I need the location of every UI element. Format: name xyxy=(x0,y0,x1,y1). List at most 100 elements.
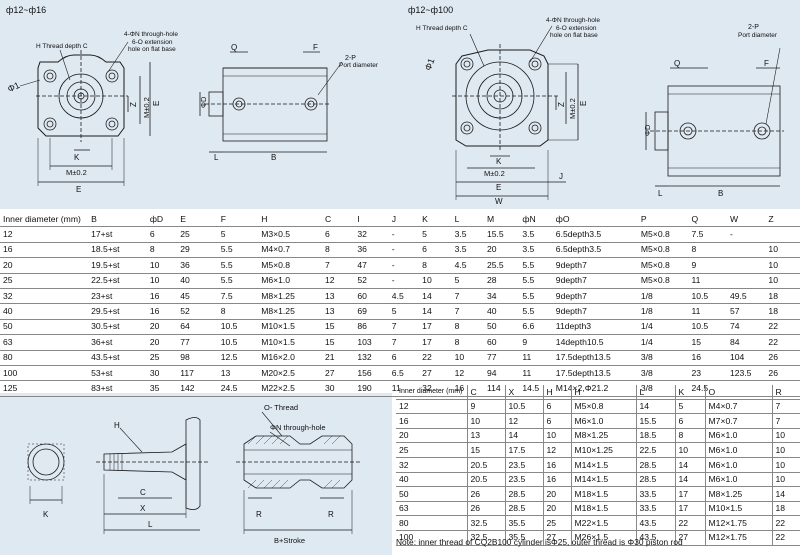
table2-cell: 28.5 xyxy=(636,457,676,473)
bottom-r1-label: R xyxy=(256,510,262,519)
table2-cell: M22×1.5 xyxy=(571,515,637,531)
table2-header-cell: O xyxy=(705,385,773,400)
table2-cell: M10×1.25 xyxy=(571,442,637,458)
table1-cell: 63 xyxy=(0,334,89,351)
table1-cell xyxy=(726,257,766,274)
table1-cell: 16 xyxy=(146,288,178,305)
table1-cell: M10×1.5 xyxy=(258,319,322,336)
side-view-small xyxy=(199,51,343,153)
table2-cell: 23.5 xyxy=(505,457,544,473)
left-extension-label: 6-O extension xyxy=(132,39,173,46)
table2-cell: 10 xyxy=(543,428,572,444)
table2-cell: 33.5 xyxy=(636,486,676,502)
table2-cell: 18 xyxy=(772,501,800,517)
table1-cell: 1/8 xyxy=(637,303,689,320)
bottom-b-stroke-label: B+Stroke xyxy=(274,536,305,545)
table2-cell: 63 xyxy=(396,501,468,517)
right-k-label: K xyxy=(496,157,502,166)
table1-cell: 74 xyxy=(726,319,766,336)
table1-cell: 18.5+st xyxy=(88,242,147,259)
table2-cell: 17 xyxy=(675,486,706,502)
table1-header-cell: C xyxy=(321,212,355,228)
table1-cell: 3.5 xyxy=(451,242,484,259)
table1-cell: 11 xyxy=(519,350,553,366)
table1-cell: 11 xyxy=(688,303,727,320)
table2-header-cell: H xyxy=(543,385,572,400)
diagram-panel-top xyxy=(0,0,800,209)
table2-cell: M12×1.75 xyxy=(705,515,773,531)
table1-cell: 6.5 xyxy=(388,365,420,382)
table2-header-cell: L xyxy=(636,385,676,400)
table2-cell: 7 xyxy=(772,413,800,429)
table1-cell: 8 xyxy=(146,242,178,259)
table1-header-cell: P xyxy=(637,212,689,228)
table1-cell: 6 xyxy=(388,350,420,366)
piston-section-view xyxy=(236,411,360,534)
bottom-through-hole-label: ΦN through-hole xyxy=(270,423,326,432)
table1-cell: 11depth3 xyxy=(552,319,638,336)
table1-cell xyxy=(726,273,766,289)
table1-cell: 40 xyxy=(483,303,520,320)
table2-cell: 32.5 xyxy=(467,530,506,546)
table1-cell: M20×2.5 xyxy=(258,365,322,382)
table1-cell: 8 xyxy=(451,334,484,351)
table2-cell: M12×1.75 xyxy=(705,530,773,546)
table1-cell: M8×1.25 xyxy=(258,303,322,320)
table1-cell: 7.5 xyxy=(217,288,259,305)
table1-cell: 18 xyxy=(765,288,800,305)
table2-cell: 20 xyxy=(543,486,572,502)
table1-cell: 80 xyxy=(0,350,89,366)
table1-cell: 25 xyxy=(177,226,218,243)
table1-cell: 27 xyxy=(419,365,452,382)
right-phid-label: ΦD xyxy=(643,124,652,136)
table2-cell: M14×1.5 xyxy=(571,457,637,473)
table1-cell: 94 xyxy=(483,365,520,382)
table1-cell: 3/8 xyxy=(637,350,689,366)
table1-cell: M5×0.8 xyxy=(637,273,689,289)
table2-cell: 28.5 xyxy=(505,486,544,502)
table2-cell: 14 xyxy=(675,472,706,488)
table1-cell: 10 xyxy=(765,273,800,289)
table1-cell: 50 xyxy=(0,319,89,336)
table1-cell: 1/8 xyxy=(637,288,689,305)
table2-cell: 14 xyxy=(772,486,800,502)
table1-cell: 9depth7 xyxy=(552,288,638,305)
table1-cell: 3.5 xyxy=(519,226,553,243)
table1-header-cell: E xyxy=(177,212,218,228)
table2-cell: 80 xyxy=(396,515,468,531)
table1-cell: - xyxy=(388,257,420,274)
table1-cell: 14 xyxy=(419,303,452,320)
table1-cell: 29.5+st xyxy=(88,303,147,320)
table1-cell: - xyxy=(726,226,766,243)
table2-cell: 10 xyxy=(772,457,800,473)
table1-cell: 5.5 xyxy=(519,273,553,289)
table2-cell: 10 xyxy=(467,413,506,429)
table1-cell: M4×0.7 xyxy=(258,242,322,259)
table1-cell: M5×0.8 xyxy=(637,257,689,274)
table1-cell: 23 xyxy=(688,365,727,382)
table1-cell: 13 xyxy=(321,303,355,320)
table2-cell: 15.5 xyxy=(636,413,676,429)
table1-cell: 49.5 xyxy=(726,288,766,305)
table1-cell: 10.5 xyxy=(688,288,727,305)
table1-cell: M3×0.5 xyxy=(258,226,322,243)
table1-cell: 142 xyxy=(177,380,218,397)
table1-cell: 20 xyxy=(146,334,178,351)
table1-cell: 69 xyxy=(354,303,389,320)
table1-header-cell: L xyxy=(451,212,484,228)
left-b-label: B xyxy=(271,153,276,162)
table2-cell: 10 xyxy=(675,442,706,458)
table1-cell: 53+st xyxy=(88,365,147,382)
table1-header-cell: M xyxy=(483,212,520,228)
front-view-small xyxy=(19,41,151,186)
